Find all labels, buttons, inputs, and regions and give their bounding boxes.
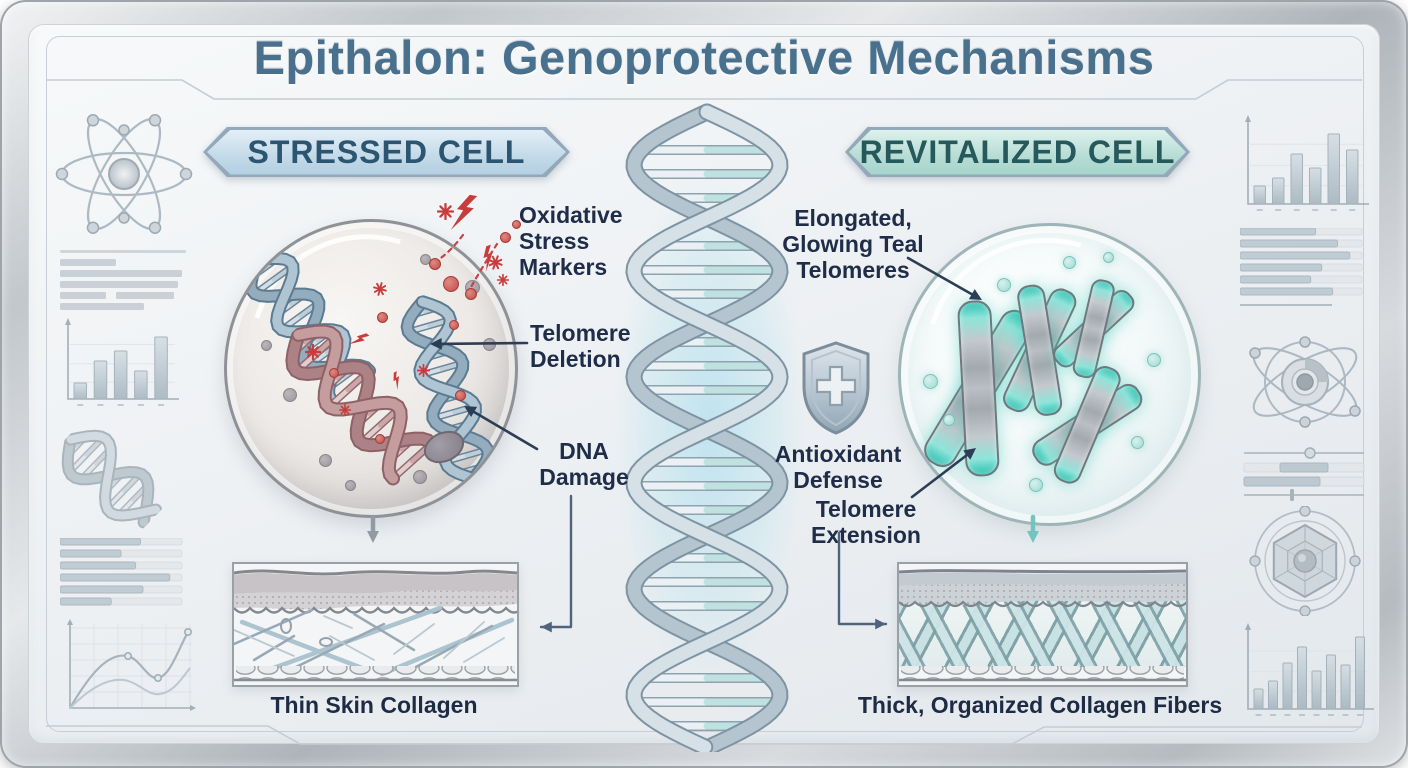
decor-rad​ar-chart-icon [1249, 506, 1361, 616]
teal-vesicle [923, 374, 938, 389]
label-elongated-telomeres: Elongated, Glowing Teal Telomeres [778, 205, 928, 283]
ros-particle [429, 258, 441, 270]
thin-collagen-illustration [232, 562, 519, 687]
caption-thick-collagen-fibers: Thick, Organized Collagen Fibers [857, 692, 1223, 718]
stress-particle [455, 390, 466, 401]
decor-atom-icon [55, 114, 193, 234]
decor-sliders-icon [1243, 447, 1365, 501]
teal-vesicle [1147, 353, 1161, 367]
teal-vesicle [997, 278, 1011, 292]
label-line: Markers [519, 254, 608, 280]
decor-text-lines-icon [60, 250, 186, 310]
label-line: Glowing Teal [782, 231, 924, 257]
antioxidant-shield-icon [802, 341, 870, 435]
spark-burst-icon [339, 404, 351, 416]
label-oxidative-stress-markers: Oxidative Stress Markers [519, 202, 623, 280]
thick-collagen-illustration [897, 562, 1188, 687]
collagen-weave [899, 600, 1186, 667]
revitalized-cell-banner-label: REVITALIZED CELL [859, 133, 1176, 170]
stress-particle [329, 368, 339, 378]
ros-particle [465, 288, 477, 300]
label-antioxidant-defense: Antioxidant Defense [763, 441, 913, 493]
label-line: Deletion [530, 346, 621, 372]
cell-granule [413, 470, 427, 484]
caption-thin-skin-collagen: Thin Skin Collagen [270, 692, 478, 718]
label-line: Oxidative [519, 202, 623, 228]
teal-vesicle [1029, 478, 1043, 492]
spark-burst-icon [417, 364, 430, 377]
revitalized-cell-banner: REVITALIZED CELL [845, 127, 1190, 177]
teal-vesicle [1063, 256, 1076, 269]
skin-cross-section-icon [234, 569, 517, 682]
ros-particle [512, 220, 521, 229]
decor-progress-bars-icon [60, 538, 183, 606]
spark-burst-icon [497, 274, 509, 286]
label-dna-damage: DNA Damage [524, 438, 644, 490]
spark-burst-icon [305, 344, 321, 360]
cell-granule [345, 480, 356, 491]
ros-particle [443, 276, 459, 292]
cell-granule [261, 340, 272, 351]
revitalized-cell-illustration [898, 223, 1201, 526]
label-line: Telomere [530, 320, 631, 346]
dna-helix-icon [625, 103, 789, 752]
spark-burst-icon [437, 203, 454, 220]
stress-particle [375, 434, 385, 444]
decor-atom-donut-icon [1249, 336, 1361, 428]
banner-fill [849, 129, 1186, 175]
label-line: Antioxidant [774, 441, 902, 467]
teal-vesicle [943, 414, 955, 426]
decor-bar-chart-icon [65, 318, 179, 406]
label-line: Damage [539, 464, 629, 490]
label-line: DNA [559, 438, 609, 464]
stress-particle [449, 320, 459, 330]
cell-granule [319, 454, 332, 467]
decor-bar-chart-icon [1245, 115, 1369, 211]
banner-fill [207, 129, 566, 175]
stressed-cell-banner-label: STRESSED CELL [247, 133, 526, 170]
cell-granule [283, 388, 297, 402]
stressed-cell-banner: STRESSED CELL [203, 127, 570, 177]
label-telomere-deletion: Telomere Deletion [530, 320, 631, 372]
cell-granule [483, 338, 496, 351]
decor-progress-bars-icon [1240, 228, 1363, 306]
label-telomere-extension: Telomere Extension [811, 496, 921, 548]
decor-dna-icon [29, 396, 195, 562]
decor-bar-chart-icon [1245, 623, 1374, 716]
page-title: Epithalon: Genoprotective Mechanisms [253, 31, 1155, 84]
decor-line-chart-icon [67, 619, 196, 711]
ros-particle [500, 232, 511, 243]
stress-particle [377, 312, 388, 323]
label-line: Stress [519, 228, 590, 254]
skin-cross-section-icon [899, 569, 1186, 682]
stressed-cell-illustration [224, 219, 518, 518]
teal-vesicle [1131, 436, 1144, 449]
label-line: Telomeres [796, 257, 910, 283]
label-line: Elongated, [794, 205, 912, 231]
label-line: Defense [793, 467, 883, 493]
teal-vesicle [1103, 252, 1114, 263]
